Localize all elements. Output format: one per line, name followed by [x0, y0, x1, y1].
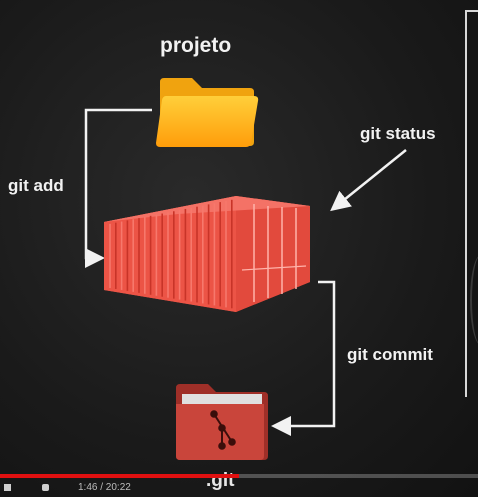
- side-panel-edge: [470, 255, 478, 345]
- folder-label: projeto: [160, 34, 232, 57]
- volume-icon[interactable]: [42, 484, 49, 491]
- git-commit-connector: [271, 280, 336, 436]
- video-progress-fill: [0, 474, 239, 478]
- git-add-connector: [84, 108, 152, 268]
- container-door-bars: [241, 204, 307, 302]
- play-icon[interactable]: [4, 484, 11, 491]
- container-ribs: [109, 199, 233, 309]
- git-status-label: git status: [360, 124, 436, 143]
- git-commit-label: git commit: [347, 345, 433, 364]
- player-controls: 1:46 / 20:22: [0, 482, 478, 497]
- git-branch-icon: [210, 410, 236, 450]
- video-progress-bar[interactable]: [0, 474, 478, 478]
- git-add-label: git add: [8, 176, 64, 195]
- repo-folder-icon: [176, 384, 268, 460]
- container-icon: [104, 196, 310, 312]
- time-readout: 1:46 / 20:22: [78, 482, 131, 493]
- git-status-arrow: [330, 149, 407, 212]
- folder-icon: [156, 78, 259, 147]
